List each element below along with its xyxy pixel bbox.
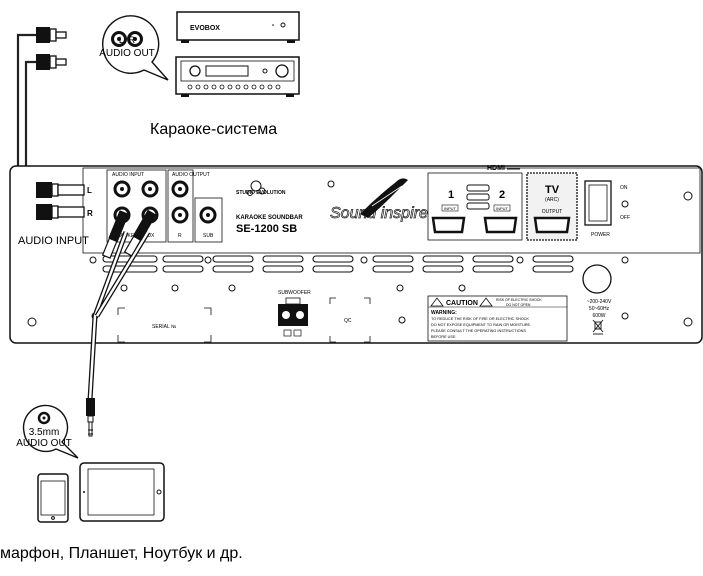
model-text: SE-1200 SB [236, 223, 297, 235]
jack-35-size-text: 3.5mm [29, 427, 60, 438]
tv-output-label: OUTPUT [542, 209, 563, 215]
jack-35-bubble: 3.5mm AUDIO OUT [16, 404, 79, 459]
tv-label: TV [545, 184, 560, 196]
voltage-text: ~200-240V [587, 299, 612, 305]
hdmi2-label: INPUT [496, 206, 509, 211]
logo-text: Sound inspire [330, 205, 428, 222]
brand-text: STUDIO EVOLUTION [236, 190, 286, 196]
amplifier-device [175, 56, 300, 97]
hdmi1-number: 1 [448, 189, 454, 201]
power-switch: POWER ON OFF [584, 180, 693, 238]
tv-arc-label: (ARC) [545, 197, 559, 203]
jack-35-out-text: AUDIO OUT [16, 438, 72, 449]
power-label: POWER [591, 232, 610, 238]
panel-screw-holes [27, 256, 693, 327]
rca-to-35mm-cable [86, 209, 157, 437]
vent-slots [102, 255, 574, 273]
audio-out-bubble-text: AUDIO OUT [99, 48, 155, 59]
sub-jack-label: SUB [203, 233, 214, 239]
hdmi2-number: 2 [499, 189, 505, 201]
audio-output-header: AUDIO OUTPUT [172, 172, 210, 178]
subwoofer-terminal: SUBWOOFER [278, 290, 311, 337]
audio-input-side-label: AUDIO INPUT [18, 235, 89, 247]
box-logo: EVOBOX [190, 25, 220, 32]
warning-title: WARNING: [431, 310, 457, 316]
warning-line-1: TO REDUCE THE RISK OF FIRE OR ELECTRIC S… [431, 317, 529, 321]
frequency-text: 50~60Hz [589, 306, 610, 312]
serial-label: SERIAL № [152, 324, 176, 330]
caution-text: CAUTION [446, 300, 478, 307]
warning-line-4: BEFORE USE. [431, 335, 457, 339]
hdmi-section: HDMI 1 INPUT 2 INPUT [427, 165, 523, 241]
qc-area [329, 297, 371, 343]
audio-input-header: AUDIO INPUT [112, 172, 144, 178]
subwoofer-label: SUBWOOFER [278, 290, 311, 296]
rca-plug-top-left [36, 27, 67, 70]
tablet-icon [79, 462, 165, 522]
product-line-text: KARAOKE SOUNDBAR [236, 215, 303, 221]
karaoke-box-device: EVOBOX [176, 11, 300, 43]
hdmi-logo: HDMI [487, 165, 505, 172]
on-label: ON [620, 185, 628, 191]
risk-text: RISK OF ELECTRIC SHOCK [496, 298, 542, 302]
warning-line-3: PLEASE CONSULT THE OPERATING INSTRUCTION… [431, 329, 526, 333]
power-inlet: ~200-240V 50~60Hz 600W [582, 264, 612, 335]
wattage-text: 600W [592, 313, 605, 319]
sound-inspire-logo: Sound inspire [330, 178, 428, 222]
smartphone-icon [37, 473, 69, 523]
side-label-r: R [87, 209, 93, 218]
tv-arc-section: TV (ARC) OUTPUT [526, 172, 578, 241]
side-label-l: L [87, 186, 92, 195]
audio-out-bubble: L R AUDIO OUT [99, 15, 169, 81]
serial-area [117, 307, 212, 343]
qc-label: QC [344, 318, 352, 324]
caution-label: CAUTION RISK OF ELECTRIC SHOCK DO NOT OP… [427, 295, 568, 342]
audio-out-lr-text: L R [119, 35, 136, 45]
off-label: OFF [620, 215, 630, 221]
devices-caption: марфон, Планшет, Ноутбук и др. [0, 545, 243, 562]
aux-jack-label: AUX [144, 233, 155, 239]
warning-line-2: DO NOT EXPOSE EQUIPMENT TO RAIN OR MOIST… [431, 323, 531, 327]
hdmi1-label: INPUT [444, 206, 457, 211]
brand-block: STUDIO EVOLUTION KARAOKE SOUNDBAR SE-120… [236, 180, 335, 235]
do-not-open-text: DO NOT OPEN [506, 303, 531, 307]
karaoke-system-caption: Караоке-система [150, 121, 277, 138]
r-jack-label: R [178, 233, 182, 239]
rca-plug-side: L R [36, 182, 93, 220]
